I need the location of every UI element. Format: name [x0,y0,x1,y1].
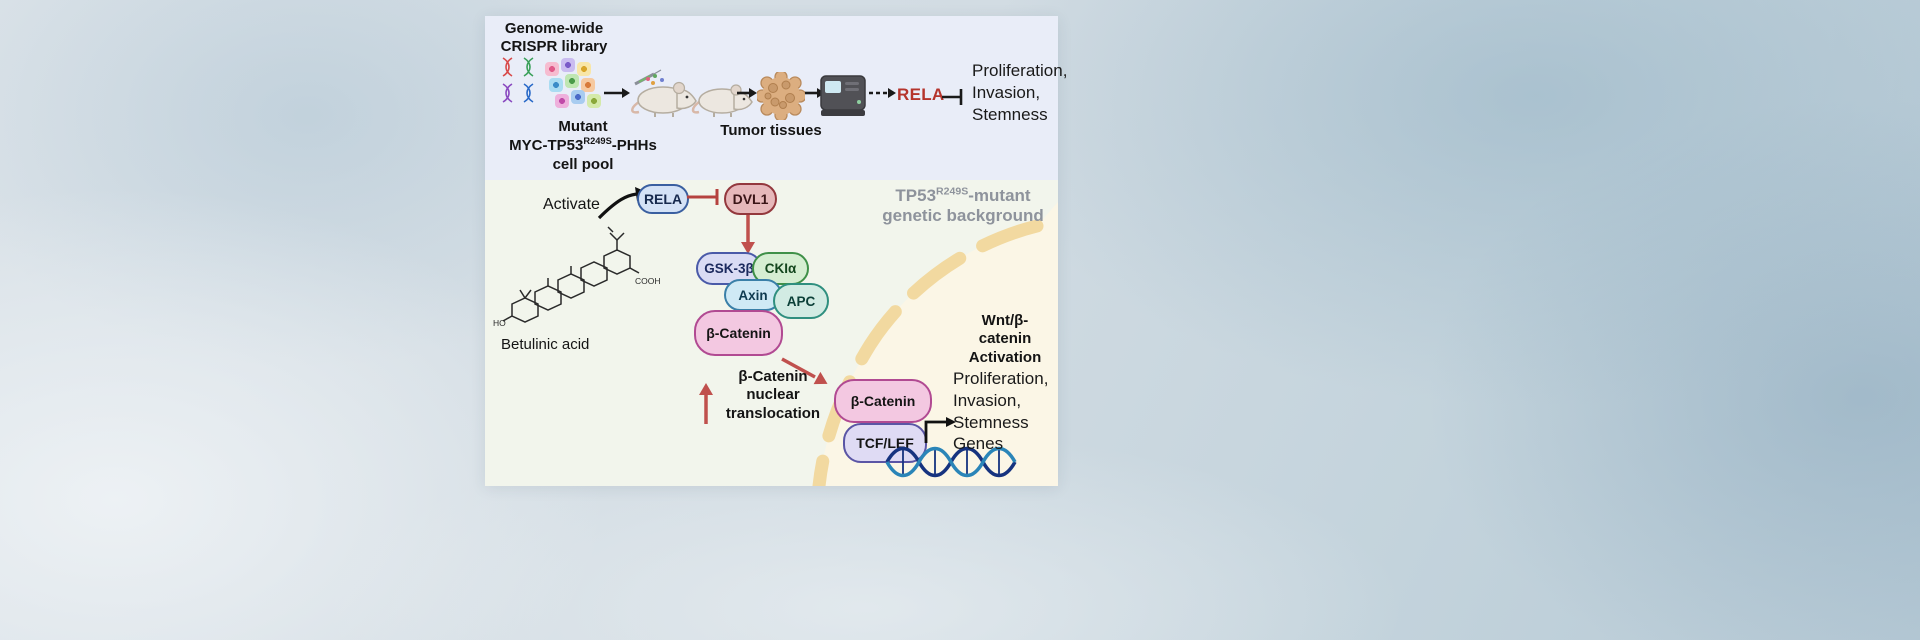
svg-text:COOH: COOH [635,276,661,286]
crispr-library-label: Genome-wide CRISPR library [500,20,608,56]
tp53-background-line1: TP53R249S-mutant [895,185,1031,205]
wnt-activation-label: Wnt/β- catenin Activation [968,312,1042,366]
pathway-section: Activate RELA DVL1 GSK-3β CKIα Axin APC … [485,180,1058,486]
transcription-arrow-icon [924,417,956,443]
betulinic-acid-label: Betulinic acid [501,336,590,353]
outcome-genes-label: Proliferation, Invasion, Stemness Genes [953,369,1049,454]
red-up-arrow-icon [699,383,713,424]
cell-icon [571,90,585,104]
cell-pool-line3: cell pool [552,155,614,173]
dna-glyph-icon [502,57,513,77]
inhibition-red-icon [687,189,719,205]
hit-gene-label: RELA [897,85,945,104]
mouse-icon [627,66,697,125]
cell-pool-line1: Mutant [558,118,608,135]
tp53-background-label: TP53R249S-mutant genetic background [873,185,1053,226]
red-diagonal-arrow-icon [781,357,828,385]
tp53-background-line2: genetic background [882,206,1044,226]
cell-icon [565,74,579,88]
arrow-icon [604,88,630,98]
arrow-icon [737,88,757,98]
cell-icon [549,78,563,92]
node-apc: APC [773,283,829,319]
red-down-arrow-icon [741,215,755,254]
node-axin: Axin [724,279,782,311]
dna-glyph-icon [523,83,534,103]
node-tcf-lef: TCF/LEF [843,423,927,463]
svg-text:HO: HO [493,318,506,328]
screen-outcomes-label: Proliferation, Invasion, Stemness [972,61,1068,124]
node-rela: RELA [637,184,689,214]
sequencer-icon [819,74,867,123]
mouse-icon [689,72,753,125]
cell-icon [555,94,569,108]
cell-pool-icon [543,58,605,118]
node-beta-catenin: β-Catenin [694,310,783,356]
translocation-label: β-Catenin nuclear translocation [725,368,821,422]
tumor-label: Tumor tissues [720,122,822,139]
tumor-icon [755,70,807,125]
figure-panel: Genome-wide CRISPR library [485,16,1068,486]
node-cki-alpha: CKIα [752,252,809,285]
workflow-section: Genome-wide CRISPR library [485,16,1068,180]
cell-icon [581,78,595,92]
node-beta-catenin-nuclear: β-Catenin [834,379,932,423]
chemical-structure-icon: HO COOH [493,226,661,328]
node-dvl1: DVL1 [724,183,777,215]
inhibition-icon [942,89,963,105]
activate-label: Activate [543,196,600,213]
dna-helix-icon [885,446,1017,478]
cell-icon [561,58,575,72]
cell-icon [577,62,591,76]
cell-icon [545,62,559,76]
dashed-arrow-icon [869,88,896,98]
dna-glyph-icon [502,83,513,103]
dna-glyph-icon [523,57,534,77]
dna-library-icon [499,56,543,106]
cell-icon [587,94,601,108]
cell-pool-line2: MYC-TP53R249S-PHHs [509,136,657,155]
cell-pool-label: Mutant MYC-TP53R249S-PHHs cell pool [499,118,667,174]
